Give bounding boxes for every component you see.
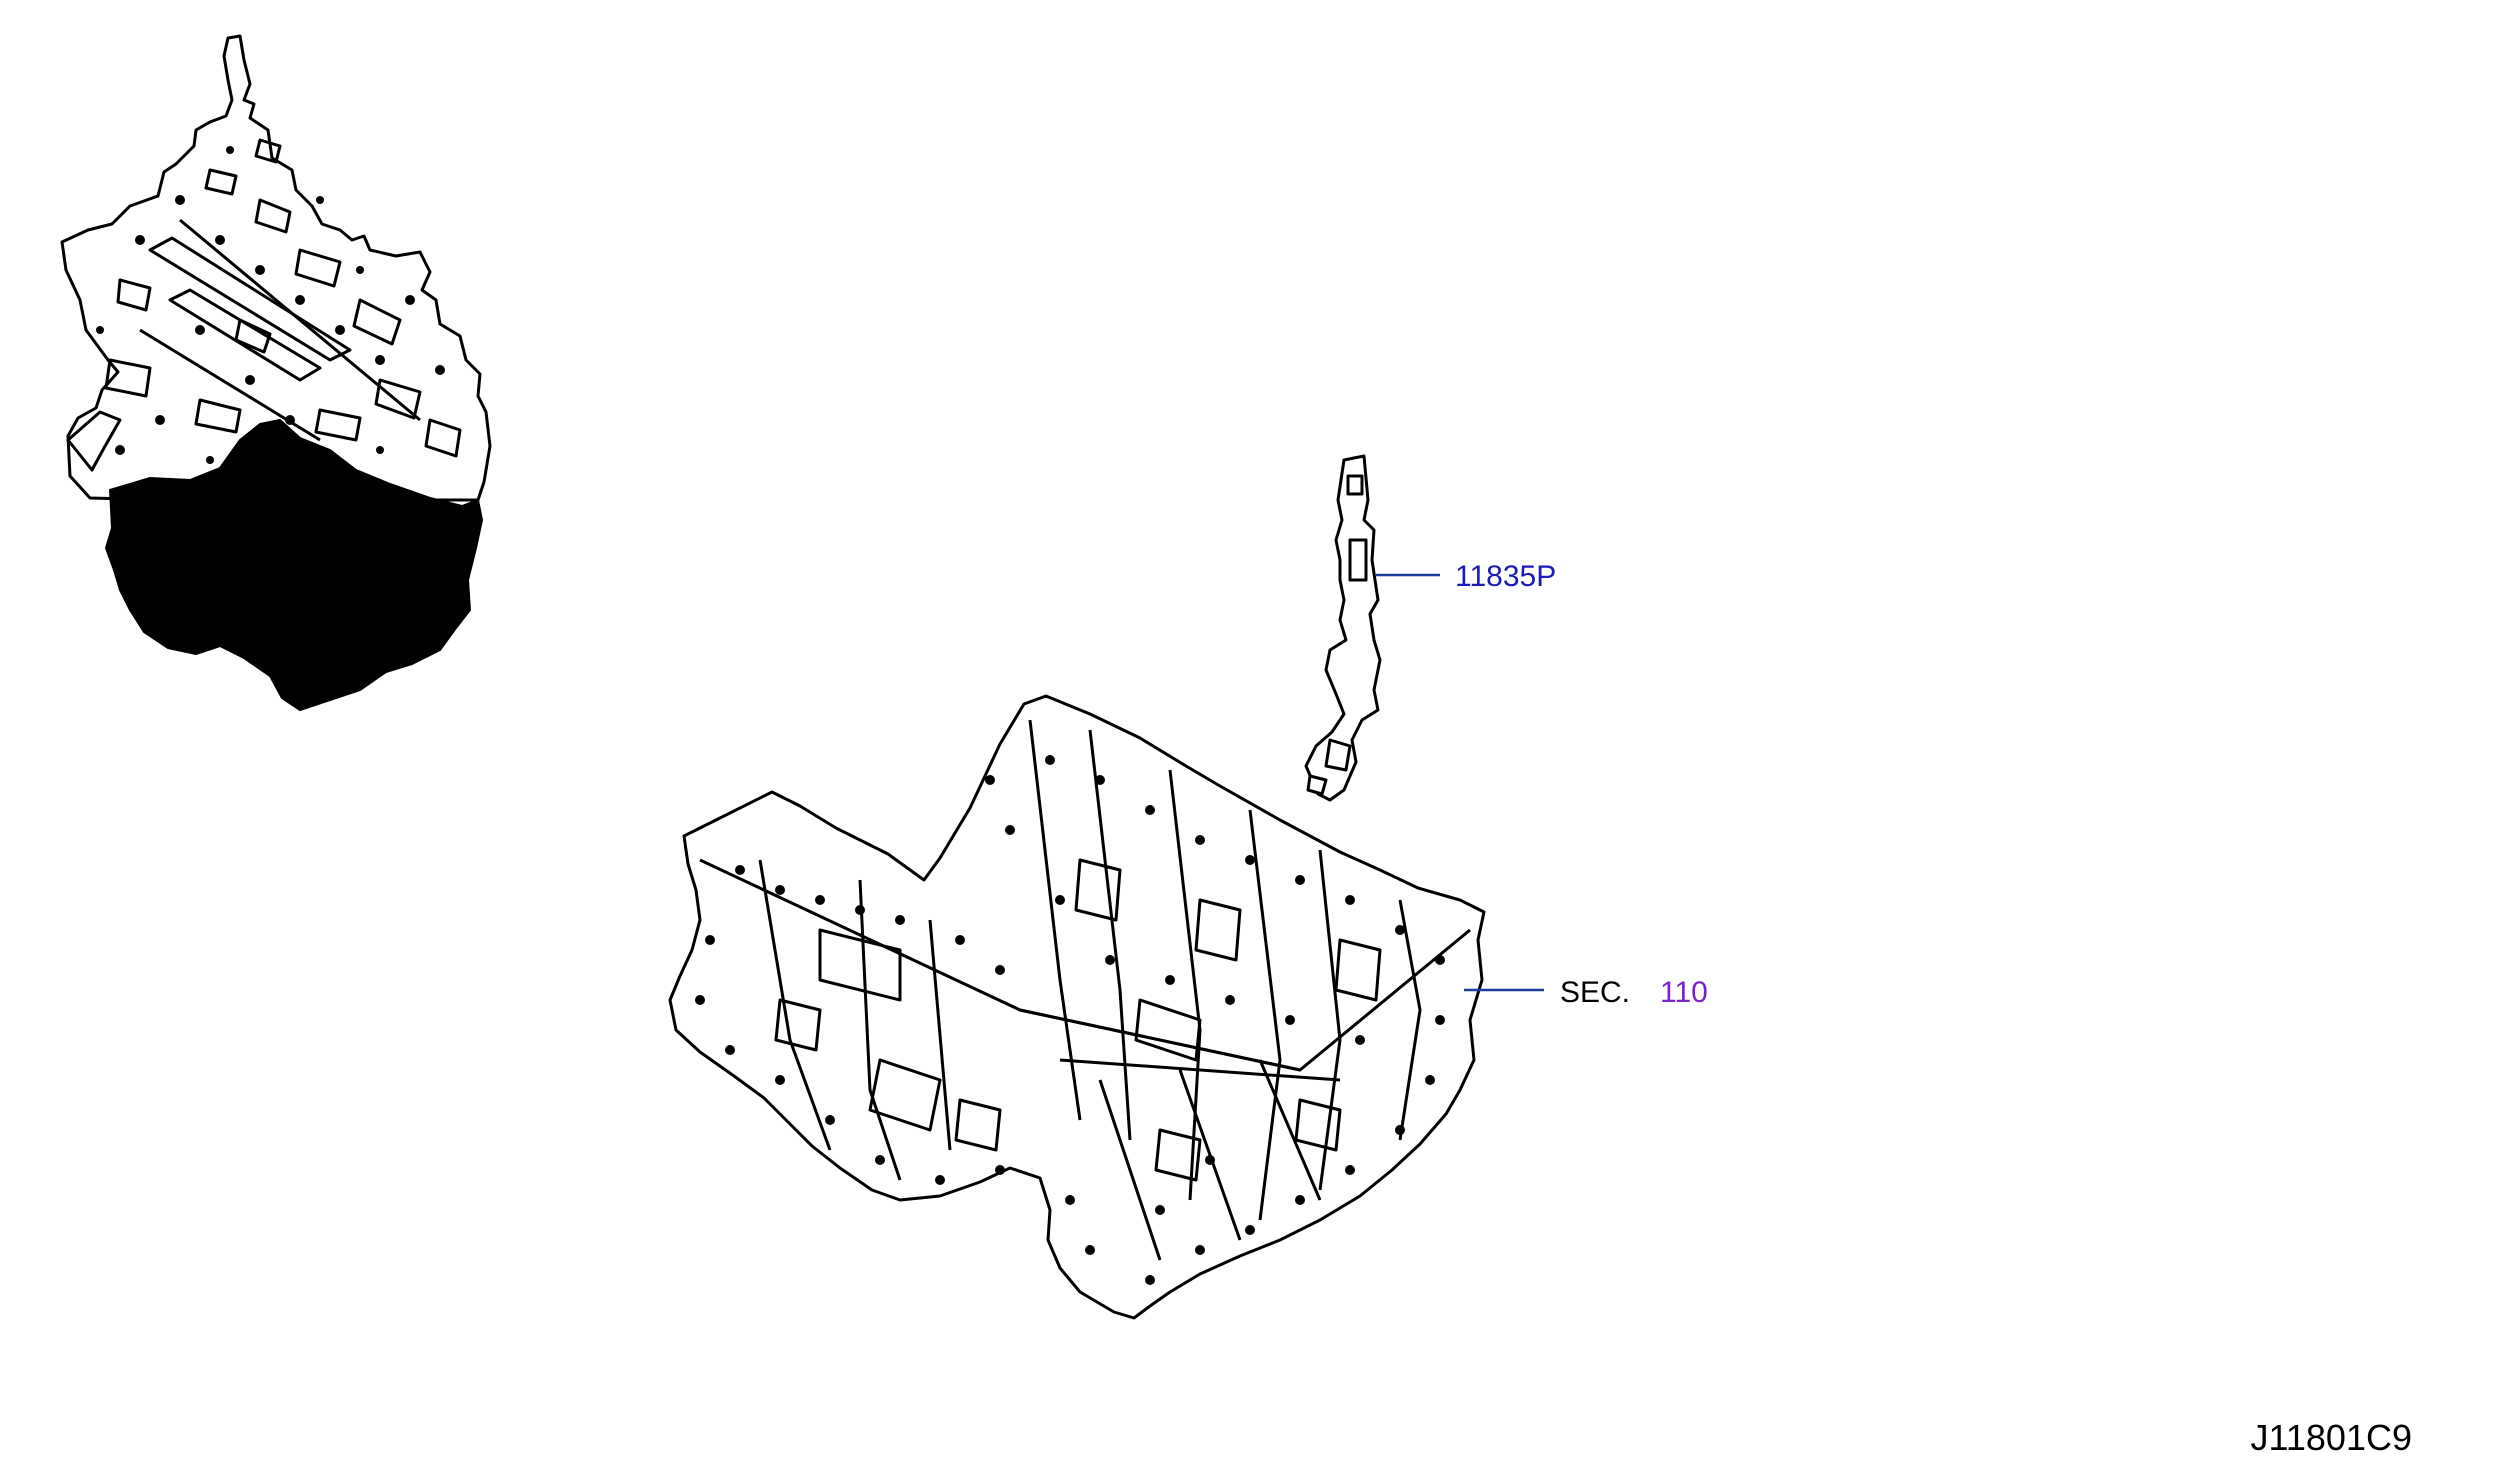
oil-pan-detail-lines bbox=[699, 719, 1471, 1261]
section-number-110[interactable]: 110 bbox=[1660, 976, 1708, 1009]
part-number-11835P[interactable]: 11835P bbox=[1455, 560, 1556, 593]
oil-strainer-part bbox=[1304, 454, 1382, 802]
oil-pan-assembly bbox=[668, 694, 1486, 1320]
engine-overview bbox=[60, 34, 492, 711]
section-prefix: SEC. bbox=[1560, 976, 1630, 1009]
oil-pan-highlight bbox=[105, 419, 483, 711]
oil-pan-outline bbox=[668, 694, 1486, 1320]
diagram-code: J11801C9 bbox=[2251, 1417, 2412, 1458]
engine-detail-lines bbox=[104, 138, 462, 458]
engine-detail-dots bbox=[96, 146, 445, 464]
oil-pan-bolt-holes bbox=[695, 755, 1445, 1285]
engine-upper-outline bbox=[60, 34, 492, 502]
